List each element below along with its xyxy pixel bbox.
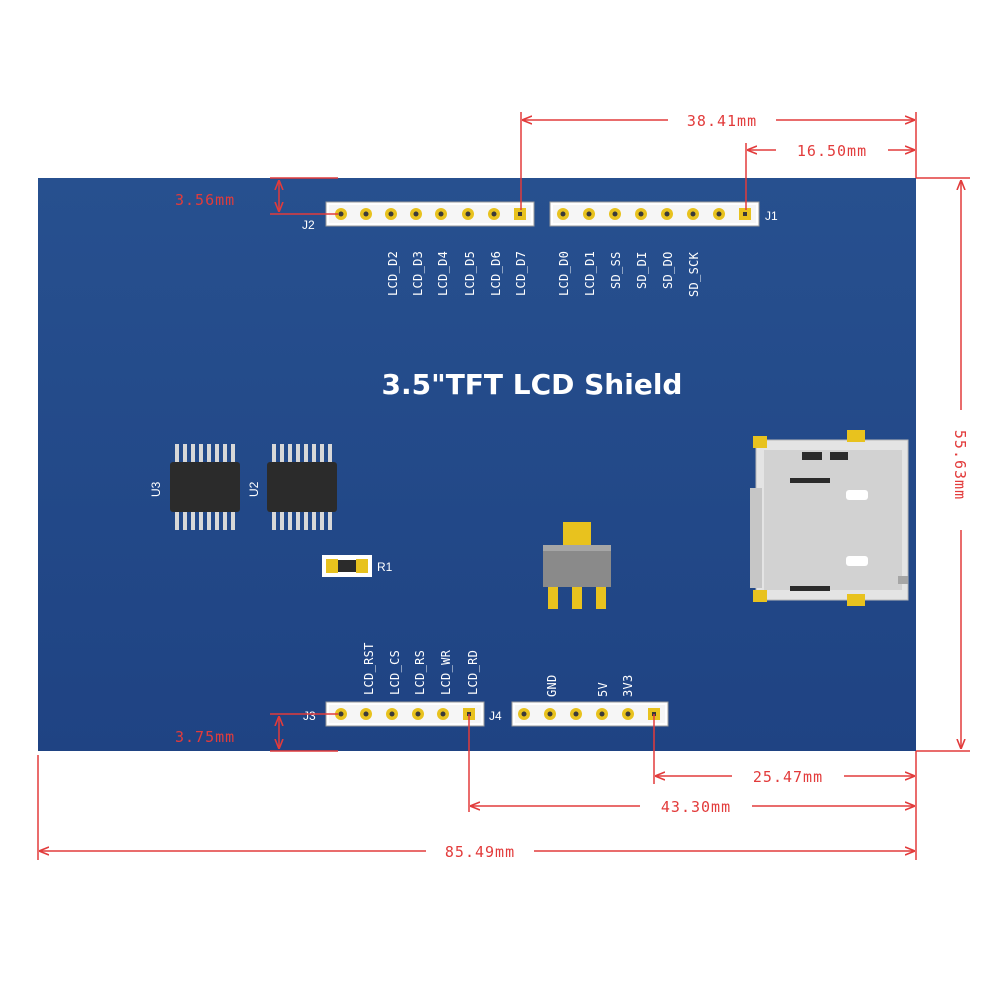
- dim-55-63-label: 55.63mm: [951, 430, 969, 500]
- pin-label: LCD_D4: [436, 251, 450, 296]
- pin-label: LCD_D6: [489, 251, 503, 296]
- header-j1: [549, 201, 760, 227]
- header-j2: [325, 201, 535, 227]
- pin-label: 5V: [596, 682, 610, 697]
- dim-43-30-label: 43.30mm: [661, 798, 731, 816]
- pin-label: LCD_RST: [362, 642, 376, 695]
- sd-card-slot: [750, 430, 909, 606]
- header-j2-label: J2: [302, 218, 315, 232]
- pin-label: SD_SCK: [687, 251, 701, 297]
- resistor-r1-label: R1: [377, 560, 393, 574]
- dim-25-47-label: 25.47mm: [753, 768, 823, 786]
- board-title: 3.5"TFT LCD Shield: [382, 368, 683, 401]
- chip-u2-label: U2: [247, 481, 261, 497]
- pin-label: LCD_WR: [439, 649, 453, 695]
- pin-label: SD_DI: [635, 251, 649, 289]
- pin-label: 3V3: [621, 674, 635, 697]
- dim-3-56-label: 3.56mm: [175, 191, 235, 209]
- pin-label: SD_DO: [661, 251, 675, 289]
- dim-38-41-label: 38.41mm: [687, 112, 757, 130]
- chip-u3: [170, 444, 240, 530]
- pin-label: LCD_D3: [411, 251, 425, 296]
- pin-label: LCD_RD: [466, 650, 480, 695]
- pin-label: SD_SS: [609, 251, 623, 289]
- header-j1-label: J1: [765, 209, 778, 223]
- header-j4: [511, 701, 669, 727]
- header-j3: [325, 701, 485, 727]
- pin-label: LCD_D1: [583, 251, 597, 296]
- resistor-r1: [322, 555, 372, 577]
- dim-85-49-label: 85.49mm: [445, 843, 515, 861]
- pin-label: LCD_D7: [514, 251, 528, 296]
- dim-16-50-label: 16.50mm: [797, 142, 867, 160]
- dim-3-75-label: 3.75mm: [175, 728, 235, 746]
- chip-u3-label: U3: [149, 481, 163, 497]
- pin-label: LCD_D5: [463, 251, 477, 296]
- pin-label: LCD_CS: [388, 650, 402, 695]
- chip-u2: [267, 444, 337, 530]
- pin-label: GND: [545, 674, 559, 697]
- pin-label: LCD_RS: [413, 650, 427, 695]
- header-j3-label: J3: [303, 709, 316, 723]
- header-j4-label: J4: [489, 709, 502, 723]
- pin-label: LCD_D0: [557, 251, 571, 296]
- pin-label: LCD_D2: [386, 251, 400, 296]
- voltage-regulator: [543, 522, 611, 609]
